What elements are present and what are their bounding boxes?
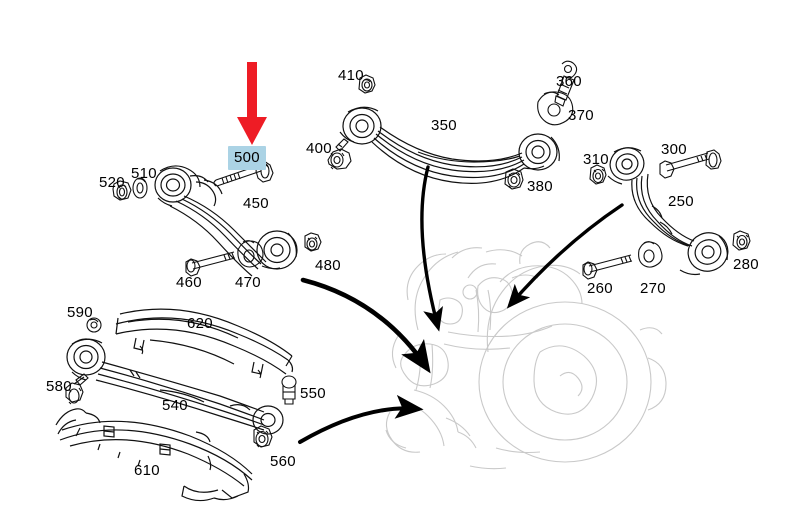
part-280-flange-nut bbox=[732, 230, 751, 251]
callout-label-610[interactable]: 610 bbox=[134, 462, 160, 479]
callout-label-470[interactable]: 470 bbox=[235, 274, 261, 291]
callout-label-580[interactable]: 580 bbox=[46, 378, 72, 395]
part-470-eccentric-washer bbox=[237, 240, 264, 268]
part-460-flange-bolt bbox=[185, 251, 236, 277]
part-400-flange-bolt bbox=[327, 138, 352, 170]
part-310-flange-nut bbox=[589, 164, 607, 185]
arrow-upper-arm-to-hub bbox=[420, 165, 443, 332]
callout-label-480[interactable]: 480 bbox=[315, 257, 341, 274]
part-380-flange-nut bbox=[504, 168, 524, 190]
callout-label-590[interactable]: 590 bbox=[67, 304, 93, 321]
callout-label-370[interactable]: 370 bbox=[568, 107, 594, 124]
callout-label-520[interactable]: 520 bbox=[99, 174, 125, 191]
part-610-underbody-bracket-panel bbox=[55, 408, 253, 502]
part-270-eccentric-washer bbox=[638, 241, 663, 268]
part-480-flange-nut bbox=[304, 232, 322, 252]
part-450-lower-control-arm bbox=[154, 165, 298, 277]
part-520-flange-nut bbox=[112, 180, 132, 201]
part-620-reinforcement-rail bbox=[115, 308, 294, 379]
callout-label-270[interactable]: 270 bbox=[640, 280, 666, 297]
part-260-flange-bolt bbox=[582, 254, 633, 280]
callout-label-250[interactable]: 250 bbox=[668, 193, 694, 210]
callout-label-410[interactable]: 410 bbox=[338, 67, 364, 84]
callout-label-560[interactable]: 560 bbox=[270, 453, 296, 470]
part-540-trailing-arm bbox=[66, 338, 284, 435]
arrow-left-arm-to-hub bbox=[300, 277, 431, 374]
part-250-upper-control-arm bbox=[607, 147, 729, 276]
callout-label-450[interactable]: 450 bbox=[243, 195, 269, 212]
part-410-flange-nut bbox=[358, 74, 376, 94]
part-370-shaped-washer-plate bbox=[537, 91, 574, 126]
assembly-flow-arrows bbox=[298, 165, 624, 444]
arrow-lower-arm-to-hub bbox=[298, 394, 424, 444]
callout-label-620[interactable]: 620 bbox=[187, 315, 213, 332]
callout-label-460[interactable]: 460 bbox=[176, 274, 202, 291]
callout-label-350[interactable]: 350 bbox=[431, 117, 457, 134]
arrow-right-arm-to-hub bbox=[506, 203, 624, 309]
part-580-bolt-with-nut bbox=[65, 373, 89, 405]
callout-label-550[interactable]: 550 bbox=[300, 385, 326, 402]
part-510-washer bbox=[132, 177, 148, 199]
callout-label-260[interactable]: 260 bbox=[587, 280, 613, 297]
part-550-stud-bolt bbox=[281, 375, 297, 405]
callout-label-510[interactable]: 510 bbox=[131, 165, 157, 182]
callout-label-380[interactable]: 380 bbox=[527, 178, 553, 195]
part-560-flange-nut bbox=[253, 425, 273, 448]
callout-label-400[interactable]: 400 bbox=[306, 140, 332, 157]
callout-label-360[interactable]: 360 bbox=[556, 73, 582, 90]
part-590-washer bbox=[86, 317, 102, 333]
part-360-ring-end-bolt bbox=[554, 60, 578, 107]
callout-label-highlighted-500[interactable]: 500 bbox=[228, 146, 266, 170]
callout-label-540[interactable]: 540 bbox=[162, 397, 188, 414]
callout-label-280[interactable]: 280 bbox=[733, 256, 759, 273]
callout-label-300[interactable]: 300 bbox=[661, 141, 687, 158]
part-300-flange-bolt bbox=[659, 149, 722, 179]
callout-label-310[interactable]: 310 bbox=[583, 151, 609, 168]
part-350-camber-link-arm bbox=[339, 106, 560, 184]
